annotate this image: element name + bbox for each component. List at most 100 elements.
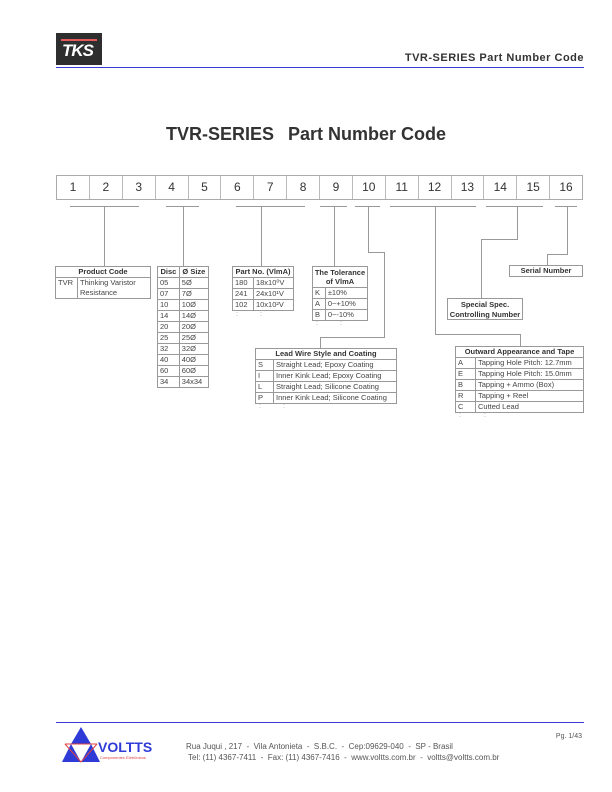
continuation-dots: :	[236, 311, 238, 318]
outward-desc: Tapping + Ammo (Box)	[475, 379, 584, 391]
continuation-dots: :	[260, 311, 262, 318]
special-spec-line2: Controlling Number	[449, 310, 521, 319]
lead-wire-header: Lead Wire Style and Coating	[255, 348, 397, 360]
part-no-header: Part No. (VlmA)	[232, 266, 294, 278]
footer-address: Rua Juqui , 217 - Vila Antonieta - S.B.C…	[186, 741, 499, 763]
outward-desc: Cutted Lead	[475, 401, 584, 413]
product-code-header: Product Code	[55, 266, 151, 278]
part-code: 241	[232, 288, 254, 300]
tolerance-code: K	[312, 287, 326, 299]
digit-cell: 1	[57, 176, 90, 199]
address-line: Rua Juqui , 217 - Vila Antonieta - S.B.C…	[186, 742, 453, 751]
disc-code: 10	[157, 299, 180, 311]
tolerance-code: B	[312, 309, 326, 321]
disc-code: 60	[157, 365, 180, 377]
digit-cell: 15	[517, 176, 551, 199]
logo-text: TKS	[62, 41, 94, 60]
footer-rule	[56, 722, 584, 723]
tolerance-value: 0~+10%	[324, 298, 369, 310]
disc-code: 07	[157, 288, 180, 300]
digit-cell: 16	[559, 180, 573, 194]
size-header: Ø Size	[178, 266, 210, 278]
disc-size: 5Ø	[178, 277, 210, 289]
continuation-dots: :	[316, 320, 318, 327]
digit-cell: 5	[189, 176, 222, 199]
continuation-dots: :	[283, 403, 285, 410]
logo-stripe	[61, 39, 97, 41]
digit-cell: 12	[419, 176, 452, 199]
digit-cell: 3	[123, 176, 156, 199]
lead-code: L	[255, 381, 274, 393]
disc-size: 10Ø	[178, 299, 210, 311]
lead-desc: Inner Kink Lead; Epoxy Coating	[273, 370, 397, 382]
tolerance-code: A	[312, 298, 326, 310]
part-value: 10x10²V	[252, 299, 295, 311]
digit-cell: 9	[320, 176, 353, 199]
disc-size: 34x34	[178, 376, 210, 388]
page-number: Pg. 1/43	[555, 733, 582, 740]
outward-desc: Tapping Hole Pitch: 12.7mm	[475, 357, 584, 369]
special-spec-box: Special Spec. Controlling Number	[447, 298, 523, 320]
header-title: TVR-SERIES Part Number Code	[404, 52, 584, 64]
outward-header: Outward Appearance and Tape	[455, 346, 584, 358]
tolerance-value: 0~-10%	[324, 309, 369, 321]
digit-cell: 8	[287, 176, 320, 199]
outward-desc: Tapping Hole Pitch: 15.0mm	[475, 368, 584, 380]
disc-size: 60Ø	[178, 365, 210, 377]
lead-desc: Straight Lead; Silicone Coating	[273, 381, 397, 393]
special-spec-line1: Special Spec.	[460, 300, 510, 309]
lead-code: S	[255, 359, 274, 371]
table-row: K±10%	[312, 287, 369, 299]
digit-cell: 10	[353, 176, 386, 199]
digit-row: 1 2 3 4 5 6 7 8 9 10 11 12 13 14 15 16	[56, 175, 583, 200]
lead-desc: Inner Kink Lead; Silicone Coating	[273, 392, 397, 404]
disc-code: 32	[157, 343, 180, 355]
voltts-tagline: Componentes Eletrônicos	[100, 755, 146, 760]
disc-size: 14Ø	[178, 310, 210, 322]
outward-code: C	[455, 401, 476, 413]
tolerance-header: The Tolerance of VlmA	[312, 266, 368, 288]
voltts-logo-icon	[62, 727, 100, 763]
disc-code: 20	[157, 321, 180, 333]
continuation-dots: :	[340, 320, 342, 327]
part-value: 18x10⁰V	[252, 277, 295, 289]
disc-header: Disc	[157, 266, 180, 278]
disc-size: 32Ø	[178, 343, 210, 355]
title-series: TVR-SERIES	[165, 124, 274, 144]
serial-number-box: Serial Number	[509, 265, 583, 277]
continuation-dots: :	[459, 412, 461, 419]
digit-cell: 11	[386, 176, 419, 199]
disc-code: 25	[157, 332, 180, 344]
disc-size: 25Ø	[178, 332, 210, 344]
continuation-dots: :	[484, 412, 486, 419]
digit-cell: 6	[221, 176, 255, 199]
lead-code: P	[255, 392, 274, 404]
digit-cell: 2	[90, 176, 123, 199]
product-code-value: TVR	[55, 277, 78, 299]
disc-size: 40Ø	[178, 354, 210, 366]
